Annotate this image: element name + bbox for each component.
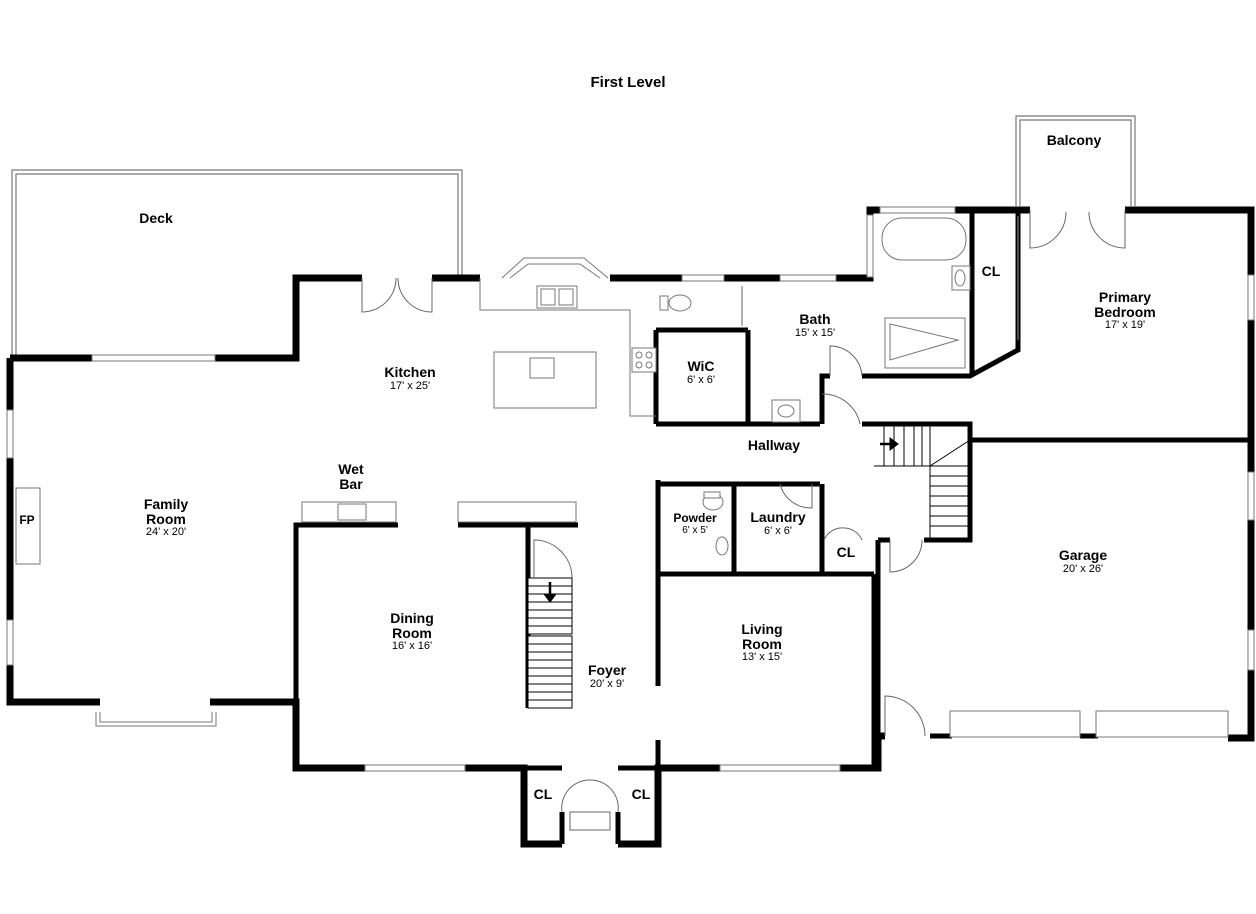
laundry-label: Laundry 6' x 6' (750, 509, 806, 537)
garage-doors (949, 710, 1229, 738)
fireplace-label: FP (19, 513, 35, 527)
wet-bar-label: Wet Bar (338, 461, 364, 492)
wic-label: WiC 6' x 6' (686, 358, 716, 386)
hallway-label: Hallway (747, 437, 801, 453)
bath-fixtures (659, 217, 971, 556)
bath-label: Bath 15' x 15' (794, 311, 836, 339)
kitchen-fixtures (15, 278, 657, 565)
deck-outline (11, 169, 463, 360)
closet-foyer-right-label: CL (631, 786, 651, 802)
balcony-label: Balcony (1046, 132, 1102, 148)
garage-label: Garage 20' x 26' (1058, 547, 1108, 575)
living-room-label: Living Room 13' x 15' (741, 621, 783, 664)
kitchen-label: Kitchen 17' x 25' (384, 364, 436, 392)
primary-bedroom-label: Primary Bedroom 17' x 19' (1094, 289, 1156, 332)
dining-room-label: Dining Room 16' x 16' (390, 610, 434, 653)
deck-label: Deck (139, 210, 173, 226)
powder-label: Powder 6' x 5' (673, 511, 717, 536)
closet-laundry-label: CL (836, 544, 856, 560)
balcony-outline (1015, 115, 1136, 206)
doors (361, 210, 1126, 831)
foyer-label: Foyer 20' x 9' (587, 662, 627, 690)
windows (6, 206, 1255, 772)
interior-walls (293, 210, 1251, 844)
exterior-walls (6, 206, 1255, 848)
closet-foyer-left-label: CL (533, 786, 553, 802)
stair-arrows (543, 437, 899, 603)
closet-bath-label: CL (981, 263, 1001, 279)
plan-title: First Level (590, 74, 666, 91)
family-room-label: Family Room 24' x 20' (143, 496, 189, 539)
